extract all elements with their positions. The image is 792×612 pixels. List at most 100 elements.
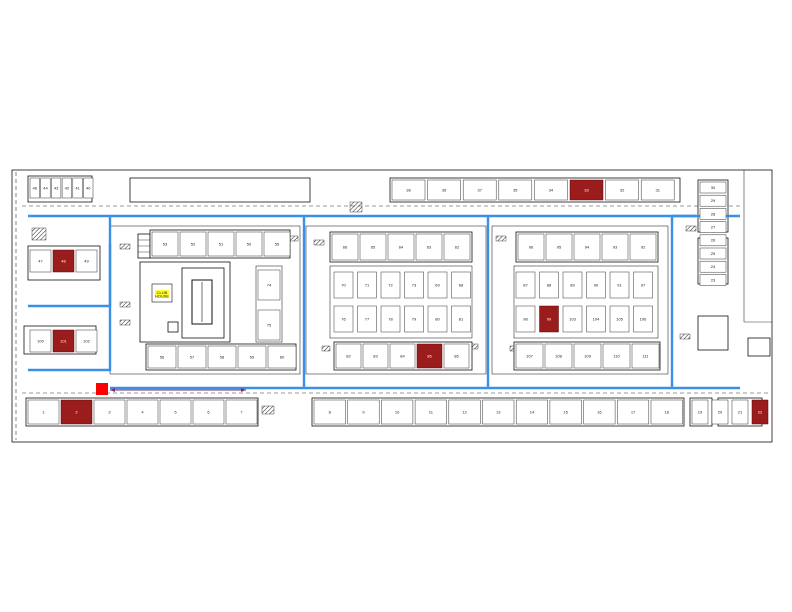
unit-56[interactable]: 56	[147, 345, 177, 369]
unit-12[interactable]: 12	[448, 399, 481, 425]
unit-29[interactable]: 29	[699, 194, 727, 207]
unit-4[interactable]: 4	[126, 399, 159, 425]
unit-59[interactable]: 59	[237, 345, 267, 369]
unit-53[interactable]: 53	[151, 231, 179, 257]
unit-57[interactable]: 57	[177, 345, 207, 369]
unit-103[interactable]: 103	[562, 305, 583, 333]
unit-101[interactable]: 101	[52, 329, 75, 353]
unit-22[interactable]: 22	[751, 399, 769, 425]
unit-21[interactable]: 21	[731, 399, 749, 425]
unit-74[interactable]: 74	[257, 269, 281, 301]
unit-111[interactable]: 111	[631, 343, 660, 369]
unit-81[interactable]: 81	[451, 305, 471, 333]
unit-50[interactable]: 50	[235, 231, 263, 257]
unit-44[interactable]: 44	[40, 177, 51, 199]
unit-94[interactable]: 94	[573, 233, 601, 261]
unit-43[interactable]: 43	[51, 177, 62, 199]
unit-18[interactable]: 18	[650, 399, 683, 425]
unit-99[interactable]: 99	[539, 305, 559, 333]
unit-77[interactable]: 77	[357, 305, 377, 333]
unit-91[interactable]: 91	[609, 271, 630, 299]
unit-52[interactable]: 52	[179, 231, 207, 257]
unit-9[interactable]: 9	[347, 399, 380, 425]
unit-3[interactable]: 3	[93, 399, 126, 425]
unit-40[interactable]: 40	[83, 177, 94, 199]
unit-47[interactable]: 47	[29, 249, 52, 273]
unit-71[interactable]: 71	[357, 271, 377, 299]
unit-55[interactable]: 55	[263, 231, 291, 257]
unit-63[interactable]: 63	[415, 233, 443, 261]
unit-68[interactable]: 68	[451, 271, 471, 299]
unit-89[interactable]: 89	[562, 271, 583, 299]
unit-104[interactable]: 104	[586, 305, 606, 333]
unit-84[interactable]: 84	[389, 343, 416, 369]
unit-95[interactable]: 95	[545, 233, 573, 261]
unit-2[interactable]: 2	[60, 399, 93, 425]
unit-73[interactable]: 73	[404, 271, 424, 299]
unit-33[interactable]: 33	[569, 179, 604, 201]
unit-5[interactable]: 5	[159, 399, 192, 425]
unit-23[interactable]: 23	[699, 274, 727, 286]
unit-49[interactable]: 49	[75, 249, 98, 273]
unit-72[interactable]: 72	[380, 271, 401, 299]
unit-97[interactable]: 97	[633, 271, 653, 299]
unit-86[interactable]: 86	[443, 343, 470, 369]
unit-26[interactable]: 26	[699, 234, 727, 247]
unit-35[interactable]: 35	[498, 179, 533, 201]
unit-24[interactable]: 24	[699, 260, 727, 273]
unit-98[interactable]: 98	[515, 305, 536, 333]
unit-46[interactable]: 46	[29, 177, 40, 199]
unit-76[interactable]: 76	[333, 305, 354, 333]
unit-41[interactable]: 41	[72, 177, 83, 199]
unit-78[interactable]: 78	[380, 305, 401, 333]
unit-28[interactable]: 28	[699, 208, 727, 220]
unit-32[interactable]: 32	[605, 179, 639, 201]
unit-30[interactable]: 30	[699, 181, 727, 194]
unit-66[interactable]: 66	[331, 233, 359, 261]
unit-69[interactable]: 69	[427, 271, 448, 299]
unit-79[interactable]: 79	[404, 305, 424, 333]
unit-19[interactable]: 19	[691, 399, 709, 425]
unit-100[interactable]: 100	[29, 329, 52, 353]
unit-85[interactable]: 85	[416, 343, 443, 369]
unit-60[interactable]: 60	[267, 345, 297, 369]
unit-1[interactable]: 1	[27, 399, 60, 425]
unit-70[interactable]: 70	[333, 271, 354, 299]
unit-48[interactable]: 48	[52, 249, 75, 273]
unit-82[interactable]: 82	[335, 343, 362, 369]
unit-6[interactable]: 6	[192, 399, 225, 425]
unit-37[interactable]: 37	[462, 179, 497, 201]
unit-65[interactable]: 65	[359, 233, 387, 261]
unit-16[interactable]: 16	[583, 399, 616, 425]
unit-17[interactable]: 17	[617, 399, 650, 425]
unit-36[interactable]: 36	[427, 179, 461, 201]
unit-96[interactable]: 96	[517, 233, 545, 261]
unit-106[interactable]: 106	[633, 305, 653, 333]
unit-102[interactable]: 102	[75, 329, 98, 353]
unit-10[interactable]: 10	[381, 399, 414, 425]
unit-93[interactable]: 93	[601, 233, 629, 261]
unit-107[interactable]: 107	[515, 343, 544, 369]
unit-62[interactable]: 62	[443, 233, 471, 261]
unit-34[interactable]: 34	[534, 179, 568, 201]
unit-7[interactable]: 7	[225, 399, 258, 425]
unit-31[interactable]: 31	[640, 179, 675, 201]
unit-20[interactable]: 20	[711, 399, 729, 425]
unit-58[interactable]: 58	[207, 345, 237, 369]
unit-109[interactable]: 109	[573, 343, 602, 369]
unit-83[interactable]: 83	[362, 343, 389, 369]
unit-42[interactable]: 42	[61, 177, 72, 199]
unit-13[interactable]: 13	[482, 399, 515, 425]
unit-51[interactable]: 51	[207, 231, 235, 257]
unit-15[interactable]: 15	[549, 399, 582, 425]
unit-80[interactable]: 80	[427, 305, 448, 333]
unit-11[interactable]: 11	[414, 399, 447, 425]
unit-90[interactable]: 90	[586, 271, 606, 299]
unit-8[interactable]: 8	[313, 399, 346, 425]
unit-64[interactable]: 64	[387, 233, 415, 261]
unit-108[interactable]: 108	[544, 343, 573, 369]
unit-110[interactable]: 110	[602, 343, 631, 369]
unit-87[interactable]: 87	[515, 271, 536, 299]
unit-14[interactable]: 14	[515, 399, 548, 425]
unit-27[interactable]: 27	[699, 221, 727, 233]
